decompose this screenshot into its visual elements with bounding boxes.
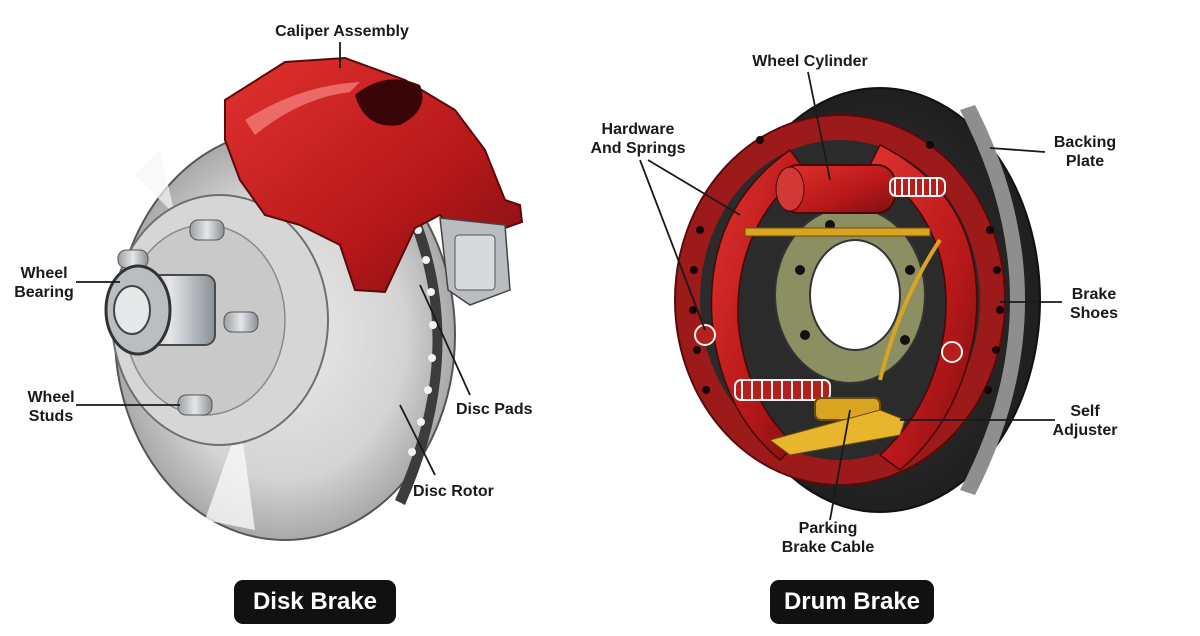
label-parking-brake-cable: Parking Brake Cable: [781, 520, 875, 556]
caliper-highlight: [245, 82, 360, 135]
caliper-opening: [355, 79, 423, 126]
label-wheel-studs: Wheel Studs: [27, 389, 75, 425]
drum-brake-title: Drum Brake: [770, 580, 934, 624]
parking-brake-cable: [878, 238, 942, 381]
wheel-studs: [117, 219, 259, 416]
shell-rivets: [689, 136, 1004, 394]
disk-brake-illustration: [104, 56, 524, 541]
label-disc-pads: Disc Pads: [456, 401, 533, 418]
backing-plate-bolts: [795, 220, 915, 345]
rotor-highlight: [205, 420, 255, 530]
disk-brake-title: Disk Brake: [234, 580, 396, 624]
backing-plate-rim: [960, 105, 1025, 495]
leader-hardware-springs-b: [647, 159, 741, 216]
label-caliper-assembly: Caliper Assembly: [275, 23, 409, 40]
bearing-nut: [113, 285, 151, 335]
disc-pad: [454, 234, 496, 291]
label-wheel-cylinder: Wheel Cylinder: [752, 53, 868, 70]
leader-lines: [76, 42, 1062, 521]
leader-disc-pads: [419, 284, 471, 396]
label-hardware-and-springs: Hardware And Springs: [590, 121, 686, 157]
leader-disc-rotor: [399, 404, 436, 476]
leader-hardware-springs-a: [639, 159, 706, 331]
axle-hole: [809, 239, 901, 351]
label-brake-shoes: Brake Shoes: [1069, 286, 1118, 322]
adjuster-lever: [768, 409, 906, 456]
disc-rotor-edge: [395, 185, 443, 505]
rotor-vent-holes: [408, 226, 437, 456]
label-disc-rotor: Disc Rotor: [413, 483, 494, 500]
drum-brake-illustration: [674, 87, 1041, 513]
hold-down-pins: [694, 324, 963, 363]
leader-wheel-cylinder: [807, 71, 831, 181]
label-backing-plate: Backing Plate: [1053, 134, 1117, 170]
brake-shoe-right: [869, 143, 978, 471]
adjuster-bar: [744, 227, 931, 237]
label-self-adjuster: Self Adjuster: [1052, 403, 1118, 439]
wheel-cylinder-end: [775, 166, 805, 212]
hardware-springs: [734, 177, 946, 401]
rotor-highlight-2: [135, 150, 175, 215]
leader-parking-cable: [829, 409, 851, 521]
label-wheel-bearing: Wheel Bearing: [14, 265, 74, 301]
leader-backing-plate: [989, 147, 1046, 153]
